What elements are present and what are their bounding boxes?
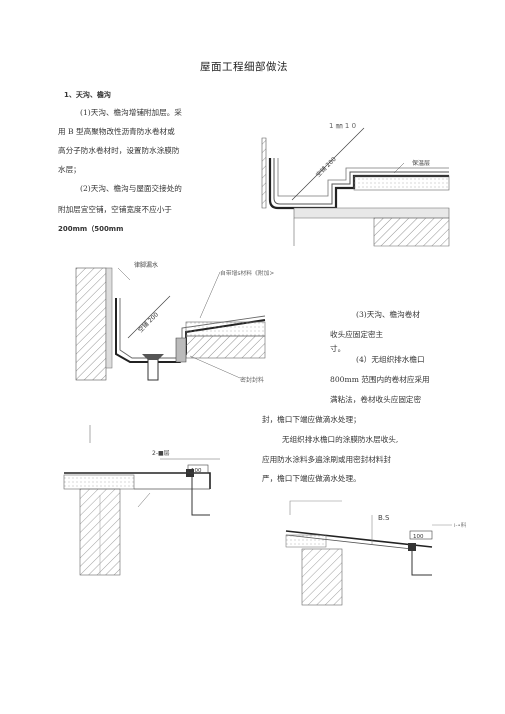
diagram-label: 1 ㎜ 1 0 <box>329 122 356 130</box>
diagram-label: 自带增s材料《附加> <box>220 269 274 277</box>
gutter-outlet-diagram: 空铺 200 律脚漏水 自带增s材料《附加> 密封封料 <box>75 261 274 384</box>
paragraph-line: 800mm 范围内的卷材应采用 <box>330 375 430 384</box>
diagram-label: 空铺 200 <box>136 310 160 334</box>
diagram-label: 100 <box>191 468 202 474</box>
diagram-label: 空铺 200 <box>314 155 338 179</box>
paragraph-line: 用 B 型高聚物改性沥青防水卷材或 <box>58 127 175 136</box>
eave-detail-diagram-2: 100 B.S i-•料 <box>285 500 467 606</box>
paragraph-line: (4）无组织排水檐口 <box>356 355 425 364</box>
diagram-label: 保温层 <box>412 159 430 167</box>
paragraph-line: (3)天沟、檐沟卷材 <box>356 310 420 319</box>
paragraph-line: 高分子防水卷材时，设置防水涂膜防 <box>58 146 180 155</box>
paragraph-line: 寸。 <box>330 344 346 353</box>
paragraph-line: 严，檐口下端应做滴水处理。 <box>262 474 361 483</box>
diagram-label: 2-■层 <box>152 450 170 457</box>
page-title: 屋面工程细部做法 <box>200 61 288 73</box>
diagram-label: B.S <box>378 514 390 522</box>
paragraph-line: (2)天沟、檐沟与屋面交接处的 <box>80 184 182 193</box>
eave-detail-diagram: 100 2-■层 <box>63 425 220 576</box>
paragraph-line: 200mm（500mm <box>58 225 124 233</box>
paragraph-line: 满粘法，卷材收头应固定密 <box>330 395 422 404</box>
section-heading: 1、天沟、檐沟 <box>64 91 111 99</box>
paragraph-line: 应用防水涂料多遍涂刷或用密封材料封 <box>262 455 392 464</box>
paragraph-line: 水层； <box>58 165 81 174</box>
diagram-label: 100 <box>413 534 424 540</box>
gutter-detail-diagram: 1 ㎜ 1 0 空铺 200 保温层 <box>261 122 450 247</box>
diagram-label: 密封封料 <box>240 376 264 384</box>
paragraph-line: 附加层宜空铺，空铺宽度不应小于 <box>58 205 172 214</box>
paragraph-line: 无组织排水檐口的涂膜防水层收头, <box>282 435 399 444</box>
paragraph-line: (1)天沟、檐沟增铺附加层。采 <box>80 108 182 117</box>
diagram-label: 律脚漏水 <box>134 261 158 269</box>
diagram-label: i-•料 <box>454 521 467 529</box>
paragraph-line: 收头应固定密主 <box>330 330 384 339</box>
paragraph-line: 封，檐口下端应做滴水处理； <box>262 415 361 424</box>
